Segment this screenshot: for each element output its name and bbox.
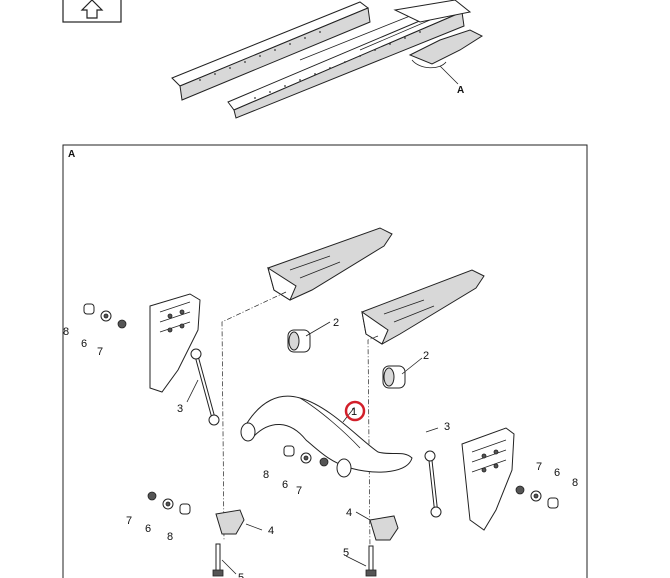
detail-frame xyxy=(62,144,588,578)
insulator-right xyxy=(382,365,406,389)
callout-6-right: 6 xyxy=(554,467,560,479)
callout-7-bottom-left: 7 xyxy=(126,515,132,527)
bolt-left xyxy=(212,543,224,577)
alignment-line-left xyxy=(221,291,287,541)
frame-rails-overview xyxy=(171,0,484,119)
lower-bracket-right xyxy=(369,515,399,541)
insulator-left xyxy=(287,329,311,353)
callout-5-left: 5 xyxy=(238,572,244,578)
callout-leader-a xyxy=(439,65,459,85)
rivets xyxy=(199,31,421,99)
callout-8-center: 8 xyxy=(263,469,269,481)
callout-8-right: 8 xyxy=(572,477,578,489)
callout-2-right: 2 xyxy=(423,350,429,362)
highlight-ring xyxy=(344,400,366,422)
callout-3-left: 3 xyxy=(177,403,183,415)
callout-6-center: 6 xyxy=(282,479,288,491)
upper-frame-bracket-right xyxy=(361,269,485,345)
callout-6-top-left: 6 xyxy=(81,338,87,350)
callout-7-right: 7 xyxy=(536,461,542,473)
callout-4-left: 4 xyxy=(268,525,274,537)
link-left xyxy=(190,348,220,426)
callout-1[interactable]: 1 xyxy=(351,406,357,418)
alignment-line-right xyxy=(367,335,379,551)
detail-panel-label: A xyxy=(68,149,75,160)
nav-up-button[interactable] xyxy=(62,0,122,23)
callout-8-bottom-left: 8 xyxy=(167,531,173,543)
side-bracket-left xyxy=(149,293,201,393)
bolt-right xyxy=(365,545,377,577)
callout-7-center: 7 xyxy=(296,485,302,497)
fastener-stack-bottom-left xyxy=(147,491,191,515)
callout-5-right: 5 xyxy=(343,547,349,559)
callout-6-bottom-left: 6 xyxy=(145,523,151,535)
fastener-stack-center xyxy=(283,445,329,467)
fastener-stack-top-left xyxy=(83,303,127,329)
overview-callout-a: A xyxy=(457,85,464,96)
fastener-stack-right xyxy=(515,485,559,509)
side-bracket-right xyxy=(461,427,515,531)
callout-4-right: 4 xyxy=(346,507,352,519)
callout-3-right: 3 xyxy=(444,421,450,433)
stabilizer-bar xyxy=(240,395,413,478)
callout-2-left: 2 xyxy=(333,317,339,329)
upper-frame-bracket-left xyxy=(267,227,393,301)
lower-bracket-left xyxy=(215,509,245,535)
link-right xyxy=(424,450,442,518)
up-arrow-icon xyxy=(80,0,104,19)
callout-8-top-left: 8 xyxy=(63,326,69,338)
callout-7-top-left: 7 xyxy=(97,346,103,358)
leader-lines xyxy=(186,321,439,575)
